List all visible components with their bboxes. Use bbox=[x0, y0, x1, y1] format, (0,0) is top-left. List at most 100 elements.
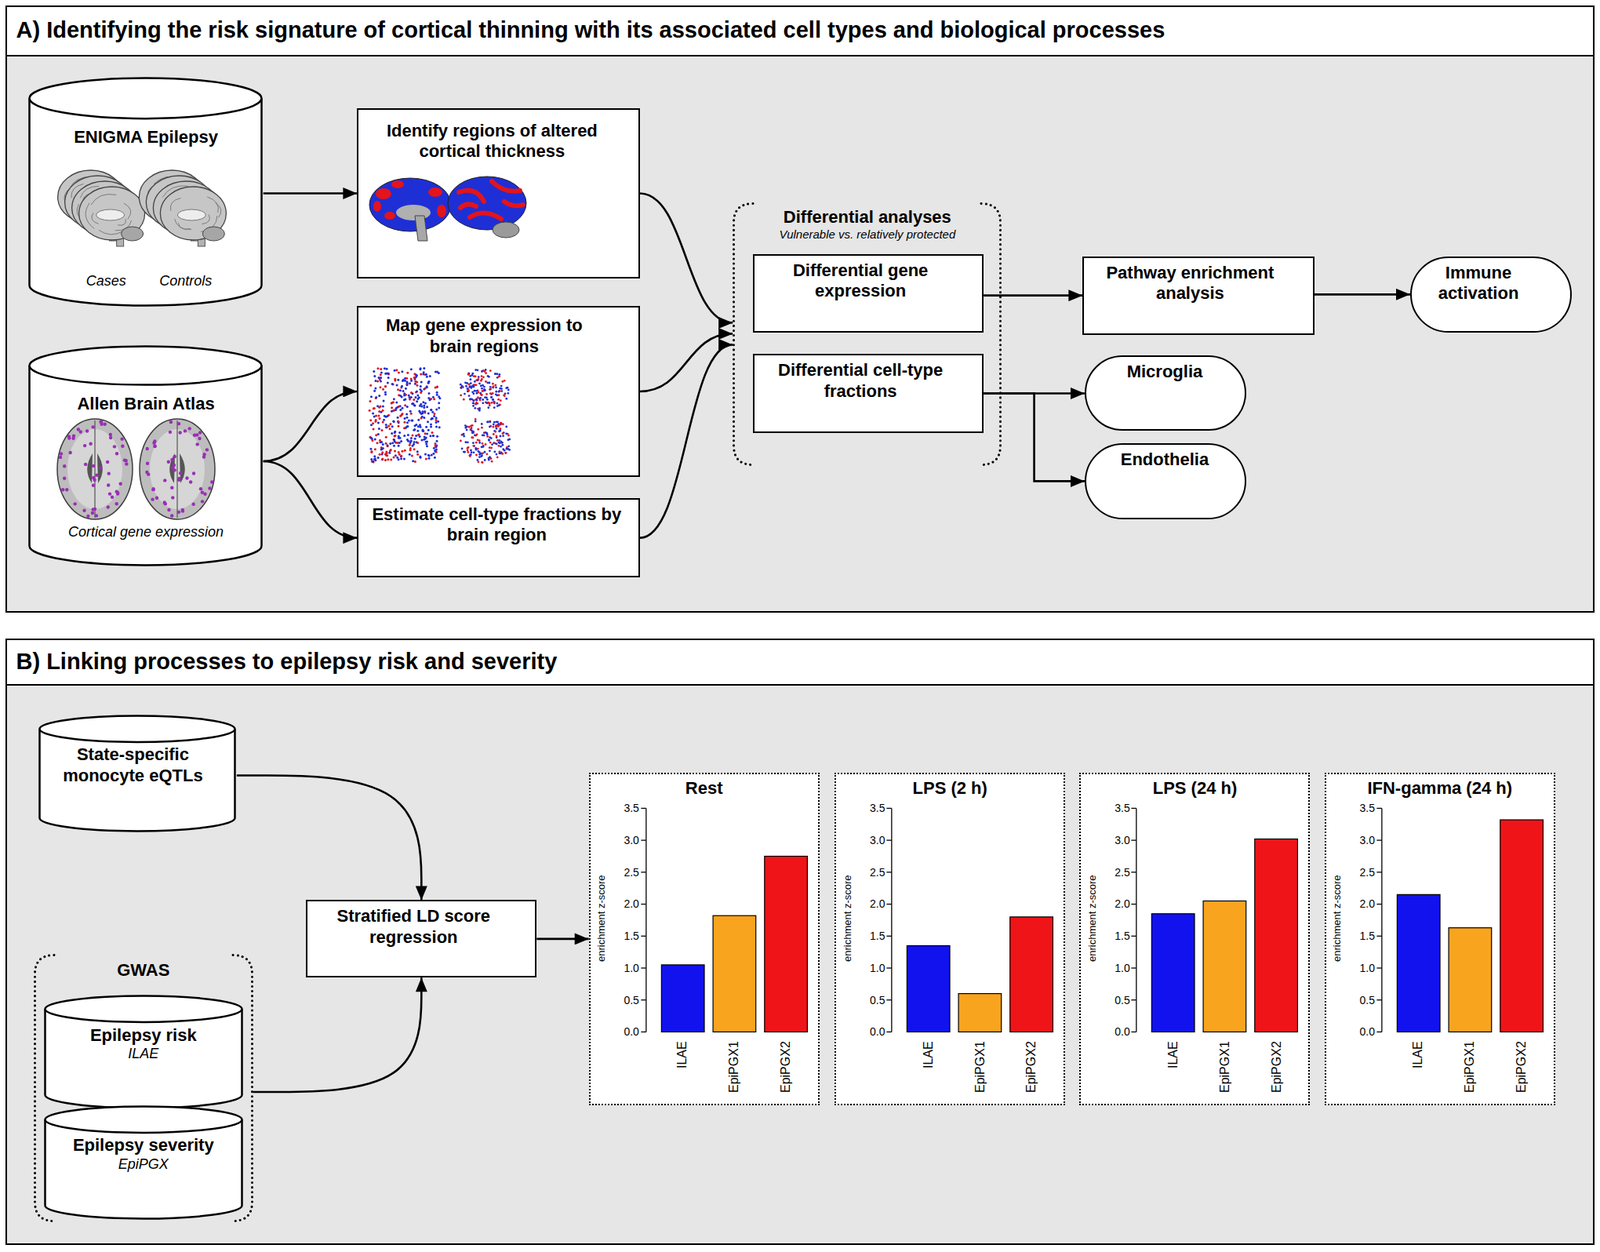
sample-dot bbox=[152, 441, 157, 445]
sample-dot bbox=[460, 386, 463, 390]
node-content: Immune activation bbox=[1411, 258, 1571, 310]
sample-dot bbox=[499, 435, 502, 438]
cortex-lateral bbox=[447, 176, 527, 230]
sample-dot bbox=[483, 396, 487, 399]
sample-dot bbox=[478, 408, 481, 411]
sample-dot bbox=[385, 436, 388, 439]
sample-dot bbox=[382, 418, 386, 422]
sample-dot bbox=[423, 416, 426, 419]
axis-label: 1.5 bbox=[1359, 929, 1375, 942]
sample-dot bbox=[385, 425, 388, 429]
sample-dot bbox=[419, 410, 422, 414]
sample-dot bbox=[383, 367, 386, 370]
sample-dot bbox=[396, 401, 399, 404]
sample-dot bbox=[389, 427, 392, 430]
node-content: B) Linking processes to epilepsy risk an… bbox=[7, 640, 1594, 686]
chart-panel: LPS (2 h)0.00.51.01.52.02.53.03.5enrichm… bbox=[834, 772, 1066, 1106]
sample-dot bbox=[381, 409, 385, 412]
sample-dot bbox=[503, 394, 506, 397]
sample-dot bbox=[378, 439, 382, 442]
axis-label: 0.5 bbox=[869, 993, 885, 1007]
group-bracket: GWASEpilepsy riskILAEEpilepsy severityEp… bbox=[33, 953, 254, 1222]
sample-dot bbox=[109, 432, 113, 437]
sample-dot bbox=[439, 396, 442, 400]
sample-dot bbox=[411, 434, 415, 437]
sample-dot bbox=[378, 394, 382, 397]
sample-dot bbox=[410, 419, 414, 422]
axis-line bbox=[1136, 807, 1138, 1032]
sample-dot bbox=[424, 432, 427, 435]
sample-dot bbox=[384, 392, 387, 396]
sample-dot bbox=[178, 430, 182, 434]
node-text: Pathway enrichment analysis bbox=[1091, 262, 1288, 305]
sample-dot bbox=[487, 435, 490, 438]
sample-dot bbox=[487, 439, 491, 442]
sample-dot bbox=[387, 376, 390, 379]
sample-dot bbox=[432, 410, 435, 414]
sample-dot bbox=[370, 384, 373, 387]
sample-dot bbox=[419, 388, 422, 391]
axis-tick bbox=[1131, 903, 1138, 905]
sample-dot bbox=[435, 448, 438, 451]
sample-dot bbox=[393, 440, 397, 443]
axis-label: ILAE bbox=[1166, 1040, 1181, 1069]
sample-dot bbox=[106, 483, 110, 487]
sample-dot bbox=[477, 450, 480, 453]
sample-dot bbox=[91, 425, 95, 429]
sample-dot bbox=[198, 430, 202, 434]
node-content: Pathway enrichment analysis bbox=[1083, 258, 1313, 310]
label-holder: 3.0 bbox=[1359, 833, 1375, 847]
sample-dot bbox=[476, 398, 479, 401]
sample-dot bbox=[432, 434, 435, 437]
sample-dot bbox=[121, 444, 125, 448]
sample-dot bbox=[59, 451, 63, 455]
chart-panel: IFN-gamma (24 h)0.00.51.01.52.02.53.03.5… bbox=[1324, 772, 1556, 1106]
cylinder-body bbox=[44, 1009, 242, 1109]
sample-dot bbox=[370, 395, 373, 398]
node-text: Microglia bbox=[1094, 361, 1236, 382]
sample-dot bbox=[413, 440, 416, 444]
sample-dot bbox=[415, 423, 419, 426]
node-text: State-specific monocyte eQTLs bbox=[46, 744, 219, 786]
sample-dot bbox=[83, 443, 87, 448]
sample-dot bbox=[481, 461, 484, 464]
sample-dot bbox=[412, 443, 415, 446]
sample-dot bbox=[502, 447, 506, 451]
sample-dot bbox=[412, 459, 415, 462]
sample-dot bbox=[167, 460, 171, 464]
sample-dot bbox=[410, 396, 413, 399]
label-holder: 1.0 bbox=[1359, 961, 1375, 975]
sample-dot bbox=[473, 383, 477, 386]
sample-dot bbox=[381, 458, 384, 461]
sample-dot bbox=[472, 374, 476, 378]
sample-dot bbox=[177, 478, 181, 482]
bar bbox=[1152, 913, 1196, 1033]
sample-dot bbox=[99, 465, 103, 470]
process-box: Map gene expression to brain regions bbox=[356, 305, 640, 477]
label-holder: EpiPGX1 bbox=[973, 1092, 1026, 1107]
sample-dot bbox=[499, 421, 502, 425]
sample-dot bbox=[487, 381, 490, 385]
sample-dot bbox=[192, 502, 196, 506]
sample-dot bbox=[396, 406, 400, 409]
label-holder: enrichment z-score bbox=[1087, 961, 1175, 974]
sample-dot bbox=[487, 421, 490, 424]
sample-dot bbox=[371, 460, 375, 463]
sample-dot bbox=[394, 408, 397, 411]
label-holder: 0.0 bbox=[623, 1025, 639, 1038]
sample-dot bbox=[498, 374, 501, 378]
node-content: IFN-gamma (24 h) bbox=[1326, 774, 1554, 804]
connector bbox=[263, 391, 358, 462]
sample-dot bbox=[459, 440, 462, 443]
node-text: Map gene expression to brain regions bbox=[366, 315, 602, 357]
sample-dot bbox=[371, 439, 375, 442]
sample-dot bbox=[390, 458, 393, 462]
sample-dot bbox=[435, 418, 438, 422]
thinning-patch bbox=[504, 201, 524, 206]
axis-label: 2.0 bbox=[623, 897, 639, 910]
sample-dot bbox=[500, 385, 503, 388]
sample-dot bbox=[505, 397, 509, 400]
axis-tick bbox=[640, 967, 647, 968]
sample-dot bbox=[377, 456, 380, 459]
sample-dot bbox=[413, 447, 416, 451]
